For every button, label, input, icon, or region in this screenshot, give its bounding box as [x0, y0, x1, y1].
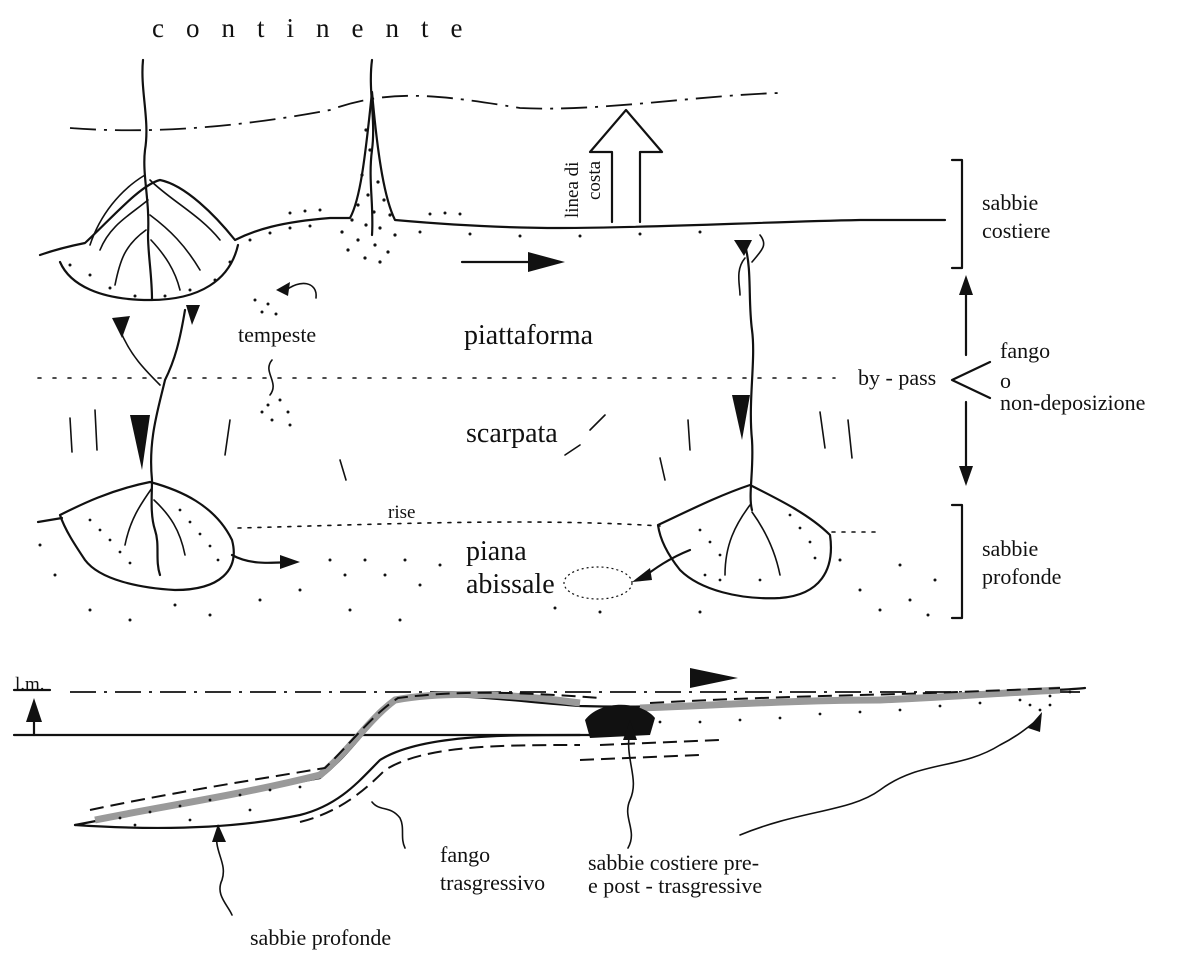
label-sabbie-profonde-1: sabbie [982, 536, 1038, 561]
river-middle [371, 60, 374, 235]
slope-marks [70, 410, 852, 480]
coastal-sand-band [69, 225, 702, 298]
label-fango-trasgressivo-1: fango [440, 842, 490, 867]
label-linea-di: linea di [562, 162, 583, 218]
label-fango: fango [1000, 338, 1050, 363]
label-sabbie-profonde-2: profonde [982, 564, 1061, 589]
label-costa: costa [584, 160, 605, 200]
label-fango-trasgressivo-2: trasgressivo [440, 870, 545, 895]
seafloor-profile [75, 688, 1085, 825]
cross-section: l.m. fango trasgressivo [14, 668, 1085, 950]
label-by-pass: by - pass [858, 365, 936, 390]
label-sabbie-profonde-bottom: sabbie profonde [250, 925, 391, 950]
label-sabbie-costiere-post: e post - trasgressive [588, 873, 762, 898]
label-scarpata: scarpata [466, 418, 558, 449]
label-sabbie-costiere-2: costiere [982, 218, 1050, 243]
coastline [40, 92, 945, 255]
submarine-fan-left [60, 482, 234, 590]
label-abissale: abissale [466, 569, 555, 600]
former-shoreline [70, 93, 780, 130]
label-tempeste: tempeste [238, 322, 316, 347]
submarine-fan-right [658, 485, 831, 598]
label-rise: rise [388, 502, 415, 523]
label-lm: l.m. [15, 674, 45, 695]
bracket-sabbie-costiere [952, 160, 962, 268]
label-sabbie-costiere-1: sabbie [982, 190, 1038, 215]
bracket-sabbie-profonde [952, 505, 962, 618]
plan-view: continente linea di costa [38, 13, 1145, 622]
label-piana: piana [466, 536, 527, 567]
middle-delta-sands [289, 128, 462, 263]
label-continente: continente [152, 13, 484, 43]
cross-section-sands [119, 691, 1072, 827]
label-non-deposizione: non-deposizione [1000, 390, 1145, 415]
label-sabbie-costiere-pre: sabbie costiere pre- [588, 850, 759, 875]
label-piattaforma: piattaforma [464, 320, 594, 351]
rise-line [238, 522, 660, 528]
